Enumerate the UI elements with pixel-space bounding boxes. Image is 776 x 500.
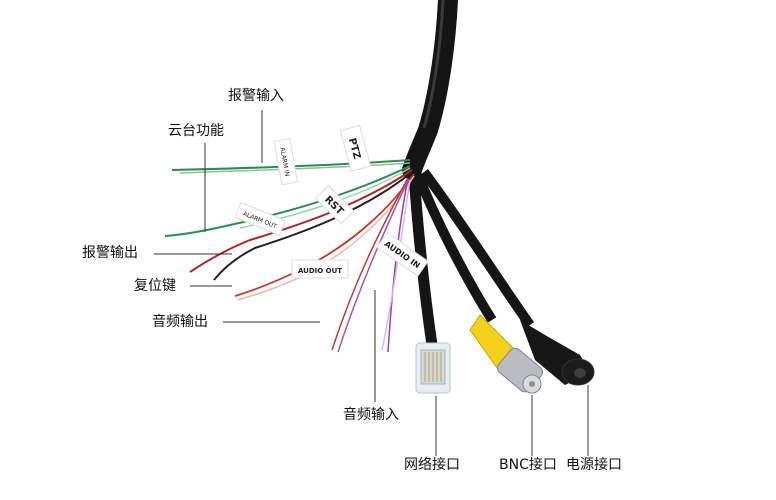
tag-rst: RST — [314, 184, 355, 225]
label-ptz: 云台功能 — [168, 123, 224, 139]
tag-audio-out: AUDIO OUT — [291, 259, 349, 279]
power-cable — [419, 169, 535, 328]
audio-in-wire-purple — [387, 177, 409, 353]
alarm-out-wire-black — [213, 171, 413, 281]
bnc-cable — [413, 173, 497, 323]
label-audio-in: 音频输入 — [343, 407, 399, 423]
tag-alarm-in: ALARM IN — [273, 138, 299, 186]
rj45-connector — [415, 342, 451, 394]
label-network: 网络接口 — [404, 457, 460, 473]
ptz-wire-white — [179, 162, 411, 174]
tag-ptz: PTZ — [339, 124, 372, 172]
label-power: 电源接口 — [566, 457, 622, 473]
tag-audio-out-text: AUDIO OUT — [298, 267, 342, 275]
audio-in-wire-white — [381, 179, 411, 351]
main-cable — [402, 0, 458, 180]
label-audio-out: 音频输出 — [152, 314, 208, 330]
label-bnc: BNC接口 — [499, 457, 557, 473]
audio-out-wire-purple — [337, 179, 409, 353]
power-connector — [520, 320, 595, 386]
label-alarm-in: 报警输入 — [228, 88, 284, 104]
tag-alarm-out: ALARM OUT — [234, 201, 287, 237]
alarm-out-wire-red — [189, 169, 413, 273]
audio-out-wire-red — [331, 177, 409, 351]
tag-ptz-text: PTZ — [346, 137, 362, 161]
label-alarm-out: 报警输出 — [82, 245, 138, 261]
label-reset: 复位键 — [134, 278, 176, 294]
bnc-connector — [469, 314, 544, 394]
tag-alarm-in-text: ALARM IN — [278, 147, 290, 177]
